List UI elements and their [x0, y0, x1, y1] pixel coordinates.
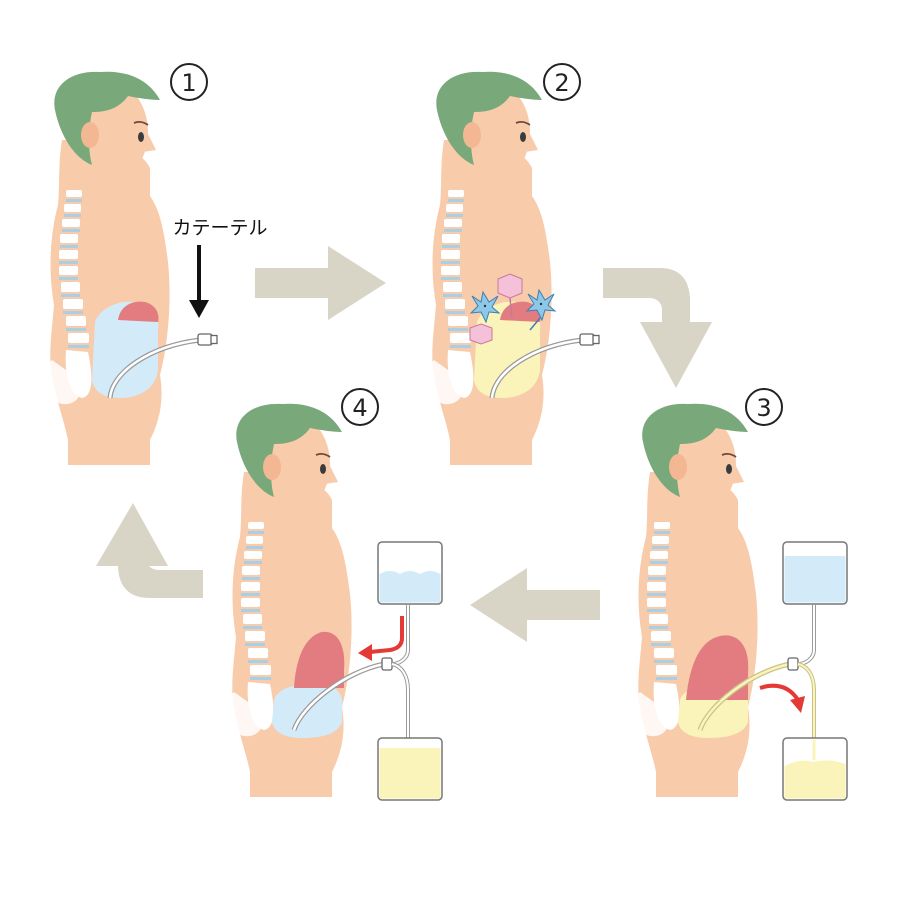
cycle-arrow-2-to-3 — [603, 268, 712, 388]
fresh-fluid — [92, 301, 159, 398]
step-4-figure — [225, 402, 443, 801]
drain-bag — [782, 737, 848, 801]
drain-bag — [377, 737, 443, 801]
step-3-number: 3 — [745, 388, 783, 426]
svg-text:1: 1 — [181, 69, 196, 97]
drain-flow-arrow — [759, 683, 800, 702]
svg-text:2: 2 — [554, 69, 569, 97]
diaphragm — [294, 631, 345, 688]
step-3-figure — [631, 402, 848, 801]
fill-flow-arrow — [369, 616, 404, 654]
diaphragm — [686, 635, 749, 700]
cycle-arrow-4-to-1 — [96, 503, 203, 598]
step-1-figure — [43, 70, 218, 466]
step-1-number: 1 — [170, 63, 208, 101]
cycle-arrow-1-to-2 — [255, 246, 386, 320]
svg-text:4: 4 — [352, 394, 367, 422]
catheter-label: カテーテル — [172, 217, 267, 239]
cycle-arrow-3-to-4 — [470, 568, 600, 642]
step-2-figure — [425, 70, 600, 466]
waste-particles — [469, 273, 557, 345]
fresh-solution-bag — [377, 541, 443, 605]
svg-text:3: 3 — [756, 394, 771, 422]
step-2-number: 2 — [543, 63, 581, 101]
diaphragm — [118, 301, 159, 322]
step-4-number: 4 — [341, 388, 379, 426]
fresh-solution-bag — [782, 541, 848, 605]
waste-fluid — [474, 301, 541, 398]
catheter-connector — [197, 333, 213, 346]
